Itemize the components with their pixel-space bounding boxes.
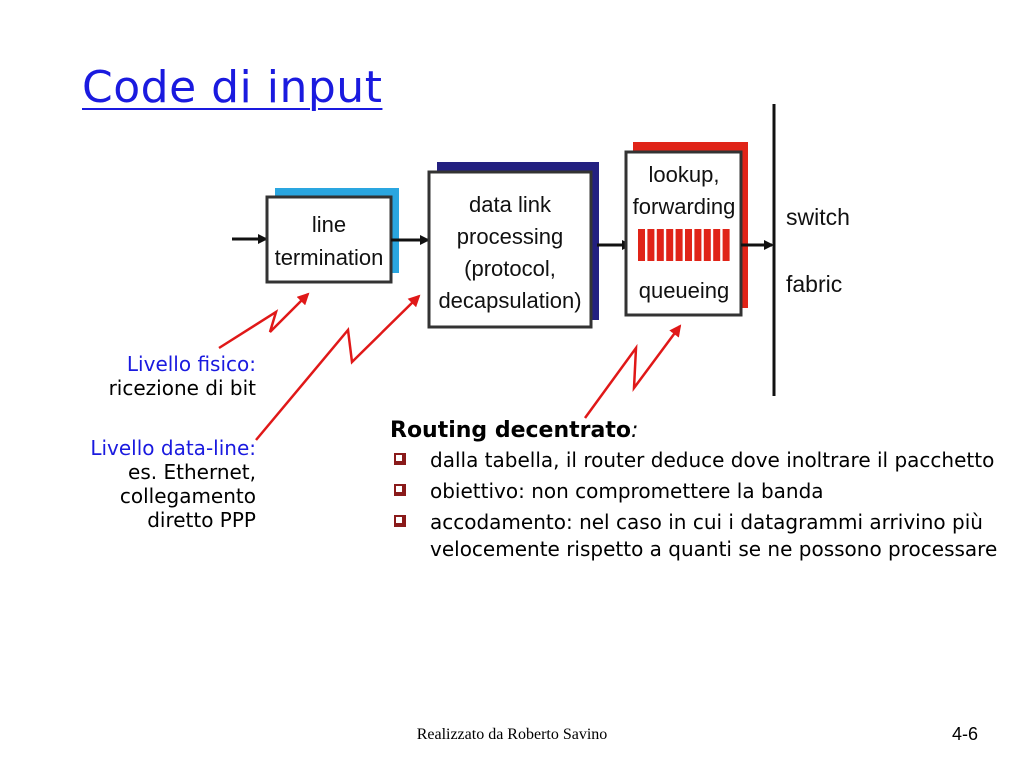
note-physical-layer: Livello fisico: ricezione di bit (109, 352, 256, 400)
note-physical-line: ricezione di bit (108, 376, 256, 400)
line-termination-label-1: line (312, 212, 346, 237)
queue-cell (703, 229, 711, 261)
switch-fabric-label-1: switch (786, 204, 850, 230)
queue-cell (685, 229, 692, 261)
queue-cell (722, 229, 730, 261)
data-link-label-1: data link (469, 192, 552, 217)
queue-box-label-2: forwarding (633, 194, 736, 219)
queue-box (624, 150, 743, 317)
note-datalink-line-1: es. Ethernet, (128, 460, 256, 484)
bullet-item: obiettivo: non compromettere la banda (390, 478, 1010, 505)
routing-title-colon: : (630, 418, 639, 443)
queue-cell (713, 229, 721, 261)
page-number: 4-6 (951, 724, 978, 744)
note-physical-head: Livello fisico: (126, 352, 256, 376)
note-datalink-line-3: diretto PPP (147, 508, 256, 532)
routing-section: Routing decentrato: dalla tabella, il ro… (390, 418, 1010, 567)
routing-title: Routing decentrato: (390, 418, 1010, 443)
line-termination-box (265, 195, 393, 284)
callout-datalink (255, 294, 421, 441)
callout-queueing (583, 324, 682, 419)
line-termination-label-2: termination (275, 245, 384, 270)
bullet-item: accodamento: nel caso in cui i datagramm… (390, 509, 1010, 563)
queue-cells (638, 229, 730, 261)
bullet-item: dalla tabella, il router deduce dove ino… (390, 447, 1010, 474)
bullet-text: dalla tabella, il router deduce dove ino… (430, 448, 995, 472)
queue-cell (647, 229, 655, 261)
routing-title-text: Routing decentrato (390, 418, 631, 443)
data-link-box (427, 170, 593, 329)
queue-box-label-3: queueing (639, 278, 730, 303)
note-datalink-line-2: collegamento (119, 484, 256, 508)
routing-bullet-list: dalla tabella, il router deduce dove ino… (390, 447, 1010, 563)
slide-title: Code di input (82, 62, 383, 113)
data-link-label-4: decapsulation) (438, 288, 581, 313)
callout-physical (218, 292, 310, 350)
slide-footer: Realizzato da Roberto Savino (416, 726, 608, 743)
queue-cell (638, 229, 645, 261)
queue-cell (675, 229, 683, 261)
square-bullet-icon (394, 484, 406, 496)
queue-cell (656, 229, 664, 261)
note-datalink-head: Livello data-line: (90, 436, 256, 460)
bullet-text: accodamento: nel caso in cui i datagramm… (430, 510, 998, 561)
queue-cell (694, 229, 702, 261)
bullet-text: obiettivo: non compromettere la banda (430, 479, 824, 503)
switch-fabric-label-2: fabric (786, 271, 842, 297)
square-bullet-icon (394, 515, 406, 527)
data-link-label-3: (protocol, (464, 256, 556, 281)
data-link-label-2: processing (457, 224, 563, 249)
queue-cell (666, 229, 674, 261)
note-datalink-layer: Livello data-line: es. Ethernet, collega… (90, 436, 256, 532)
square-bullet-icon (394, 453, 406, 465)
queue-box-label-1: lookup, (649, 162, 720, 187)
